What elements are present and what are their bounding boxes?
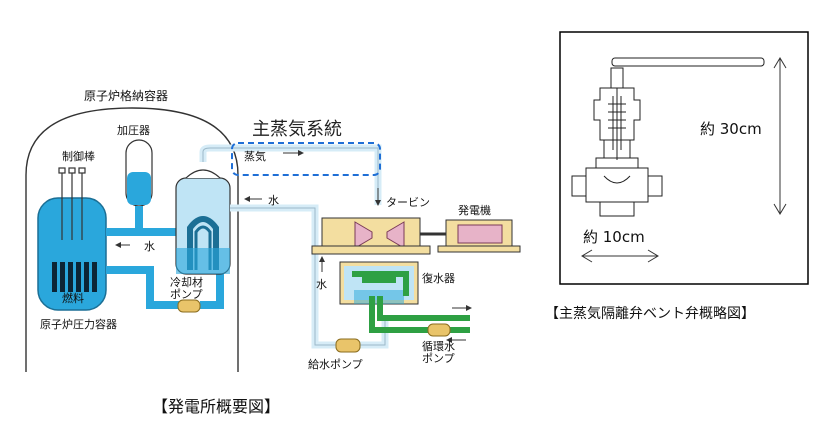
plant-overview: 原子炉格納容器 燃料 制御棒 原子炉圧力容器 加圧器 [25, 88, 521, 416]
valve-lever [611, 57, 765, 67]
containment-label: 原子炉格納容器 [84, 88, 168, 103]
height-dimension-arrow [773, 57, 787, 215]
water-label-primary: 水 [144, 240, 155, 253]
pressurizer-label: 加圧器 [117, 124, 150, 137]
height-label: 約 30cm [700, 120, 762, 138]
vessel-label: 原子炉圧力容器 [40, 317, 117, 331]
valve-schematic: 約 30cm 約 10cm 【主蒸気隔離弁ベント弁概略図】 [545, 31, 809, 322]
control-rods [58, 167, 86, 240]
turbine-label: タービン [386, 196, 430, 209]
generator-label: 発電機 [458, 203, 491, 217]
main-steam-highlight [231, 142, 381, 176]
water-label-feed: 水 [268, 194, 279, 207]
control-rod-label: 制御棒 [62, 149, 95, 163]
circ-pump-label-1: 循環水 [422, 340, 455, 353]
circulating-water-loop [352, 271, 470, 333]
turbine [311, 217, 431, 255]
generator [437, 219, 521, 253]
fuel-assemblies [52, 262, 97, 292]
circulating-water-pump [427, 323, 451, 337]
water-label-return: 水 [316, 278, 327, 291]
feedwater-pump-label: 給水ポンプ [308, 357, 363, 371]
coolant-pump [177, 299, 201, 313]
main-steam-label: 主蒸気系統 [252, 119, 342, 140]
valve-body [571, 67, 663, 217]
steam-generator [175, 169, 231, 275]
fuel-label: 燃料 [62, 291, 84, 305]
valve-caption: 【主蒸気隔離弁ベント弁概略図】 [545, 305, 755, 322]
width-dimension-arrow [581, 249, 659, 263]
steam-label: 蒸気 [244, 149, 266, 163]
feedwater-pump [335, 338, 361, 353]
circ-pump-label-2: ポンプ [422, 352, 455, 365]
feedwater-line [230, 204, 389, 349]
condenser-label: 復水器 [422, 272, 455, 285]
plant-caption: 【発電所概要図】 [152, 397, 280, 416]
coolant-pump-label-2: ポンプ [170, 288, 203, 301]
width-label: 約 10cm [583, 228, 645, 246]
coolant-pump-label-1: 冷却材 [170, 275, 203, 289]
primary-coolant-loop [106, 206, 224, 309]
